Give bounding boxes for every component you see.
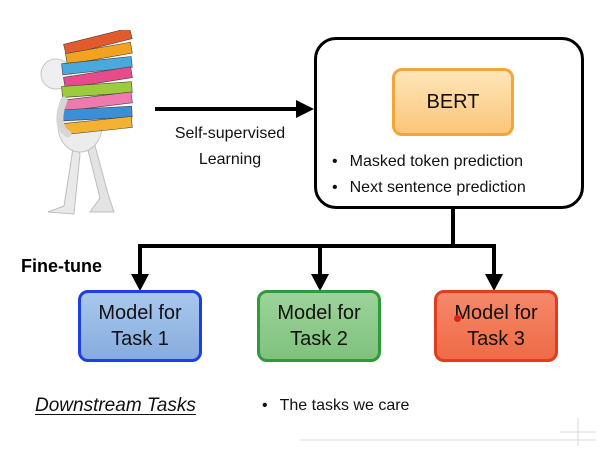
bert-label: BERT: [426, 90, 480, 113]
laser-pointer-dot: [454, 315, 461, 322]
arrow-label-line1: Self-supervised: [174, 125, 286, 142]
task-box-1: Model for Task 1: [78, 290, 202, 362]
arrow-down-icon: [131, 209, 503, 291]
arrow-label-line2: Learning: [198, 151, 262, 168]
person-carrying-binders-icon: [40, 30, 133, 215]
task-line2: Task 1: [111, 328, 169, 350]
task-line1: Model for: [277, 302, 361, 324]
finetune-label: Fine-tune: [21, 256, 102, 276]
decorative-lines: [300, 418, 596, 446]
downstream-bullet: The tasks we care: [262, 397, 410, 415]
task-line1: Model for: [454, 302, 538, 324]
task-line2: Task 3: [467, 328, 525, 350]
objective-item: Next sentence prediction: [332, 175, 526, 201]
arrow-right-icon: [155, 100, 314, 118]
objective-item: Masked token prediction: [332, 149, 526, 175]
bert-box: BERT: [392, 68, 514, 136]
task-box-2: Model for Task 2: [257, 290, 381, 362]
task-line2: Task 2: [290, 328, 348, 350]
self-supervised-label: Self-supervised Learning: [150, 121, 310, 173]
pretraining-objectives: Masked token prediction Next sentence pr…: [332, 149, 526, 201]
downstream-heading: Downstream Tasks: [35, 395, 196, 416]
task-line1: Model for: [98, 302, 182, 324]
task-box-3: Model for Task 3: [434, 290, 558, 362]
